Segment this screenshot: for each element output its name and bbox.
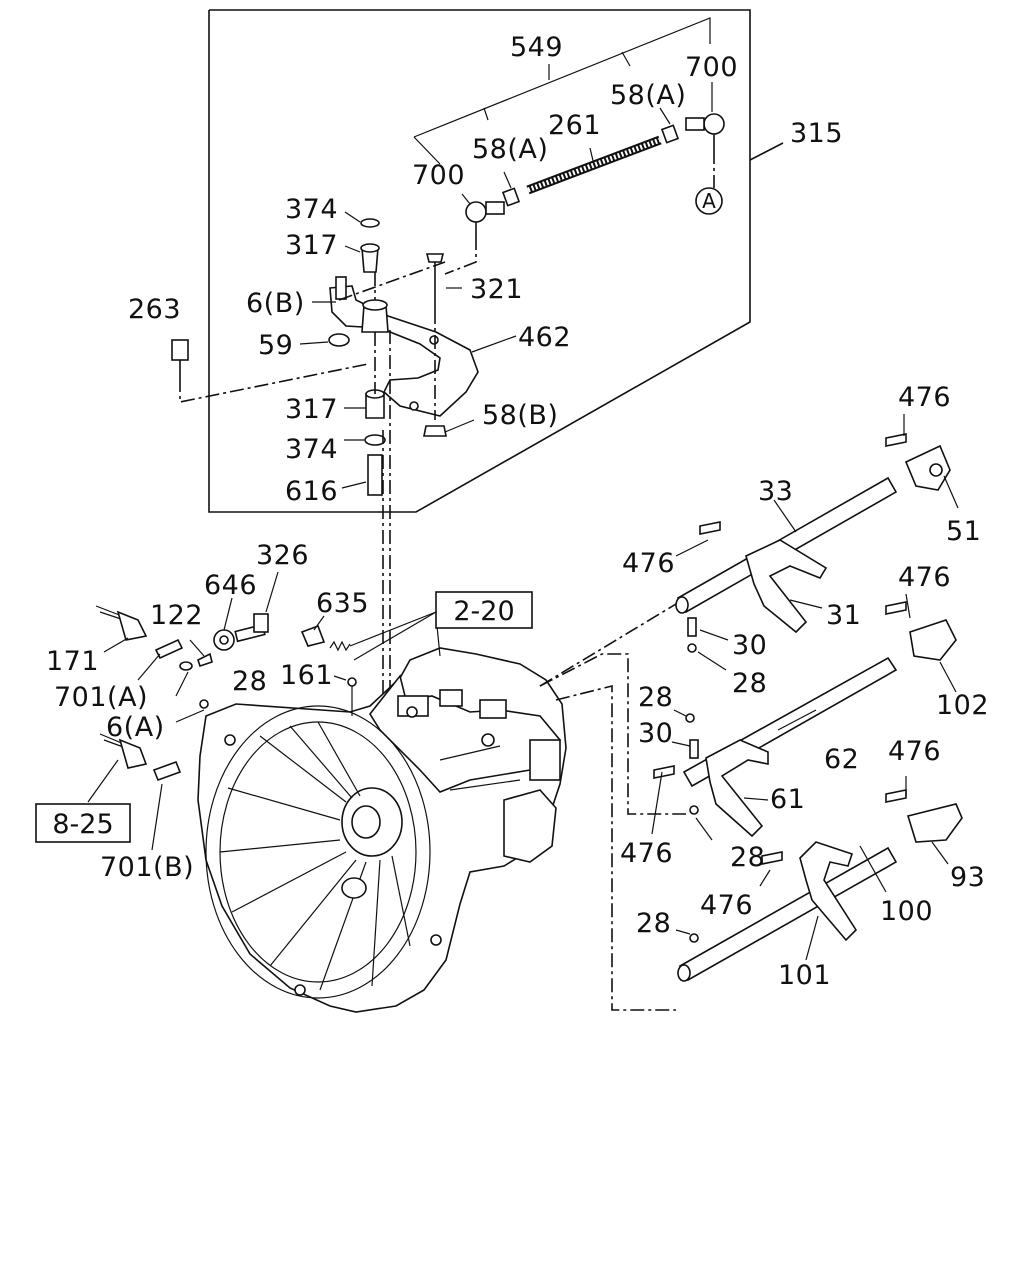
callout-62: 62 [824,744,859,775]
callout-122: 122 [150,600,203,631]
callout-labels: 549 700 58(A) 261 58(A) 700 315 374 317 … [46,32,989,991]
inset-frame [208,9,784,513]
callout-616: 616 [285,476,338,507]
circle-a-marker: A [695,187,723,215]
callout-646: 646 [204,570,257,601]
callout-93: 93 [950,862,985,893]
callout-28-d: 28 [730,842,765,873]
transmission-case [197,647,567,1013]
callout-59: 59 [258,330,293,361]
callout-374-top: 374 [285,194,338,225]
callout-100: 100 [880,896,933,927]
shift-bracket-assembly [328,218,479,700]
adjusting-rod-261 [526,135,662,195]
callout-700-top: 700 [685,52,738,83]
callout-28-c: 28 [638,682,673,713]
callout-58a-left: 58(A) [472,134,548,165]
callout-326: 326 [256,540,309,571]
small-parts-left [87,638,213,851]
callout-102: 102 [936,690,989,721]
circle-a-label: A [702,189,716,213]
callout-61: 61 [770,784,805,815]
inset-leaders [299,211,517,489]
callout-51: 51 [946,516,981,547]
callout-171: 171 [46,646,99,677]
callout-58a-top: 58(A) [610,80,686,111]
shift-rod-100-101 [675,776,963,982]
callout-28-a: 28 [732,668,767,699]
callout-33: 33 [758,476,793,507]
callout-701a: 701(A) [54,682,148,713]
callout-476-e: 476 [620,838,673,869]
callout-701b: 701(B) [100,852,194,883]
callout-317-bot: 317 [285,394,338,425]
plug-326-646 [213,571,279,651]
ref-label-8-25: 8-25 [52,809,113,840]
callout-374-bot: 374 [285,434,338,465]
callout-101: 101 [778,960,831,991]
switch-171 [95,605,148,653]
callout-28-b: 28 [232,666,267,697]
callout-58b: 58(B) [482,400,558,431]
ball-joint-700 [444,82,725,275]
shift-rod-62 [651,593,957,841]
callout-476-a: 476 [898,382,951,413]
bolt-263 [171,339,369,403]
callout-315: 315 [790,118,843,149]
ref-label-2-20: 2-20 [453,596,514,627]
callout-28-e: 28 [636,908,671,939]
callout-476-b: 476 [622,548,675,579]
rod-guides [539,603,686,1011]
callout-31: 31 [826,600,861,631]
ref-box-8-25[interactable]: 8-25 [35,803,131,843]
lock-nut-58a [501,107,680,207]
callout-321: 321 [470,274,523,305]
ref-box-2-20[interactable]: 2-20 [435,591,533,629]
callout-635: 635 [316,588,369,619]
callout-161: 161 [280,660,333,691]
callout-261: 261 [548,110,601,141]
callout-6a: 6(A) [106,712,165,743]
callout-30-a: 30 [732,630,767,661]
callout-263: 263 [128,294,181,325]
switch-8-25 [99,733,148,769]
callout-476-c: 476 [898,562,951,593]
callout-700-left: 700 [412,160,465,191]
callout-549: 549 [510,32,563,63]
callout-476-d: 476 [888,736,941,767]
shift-rod-33 [675,414,959,671]
linkage-bracket [413,17,711,165]
plug-635-161 [300,615,357,716]
callout-30-b: 30 [638,718,673,749]
callout-476-f: 476 [700,890,753,921]
callout-317-top: 317 [285,230,338,261]
callout-6b: 6(B) [246,288,305,319]
callout-462: 462 [518,322,571,353]
